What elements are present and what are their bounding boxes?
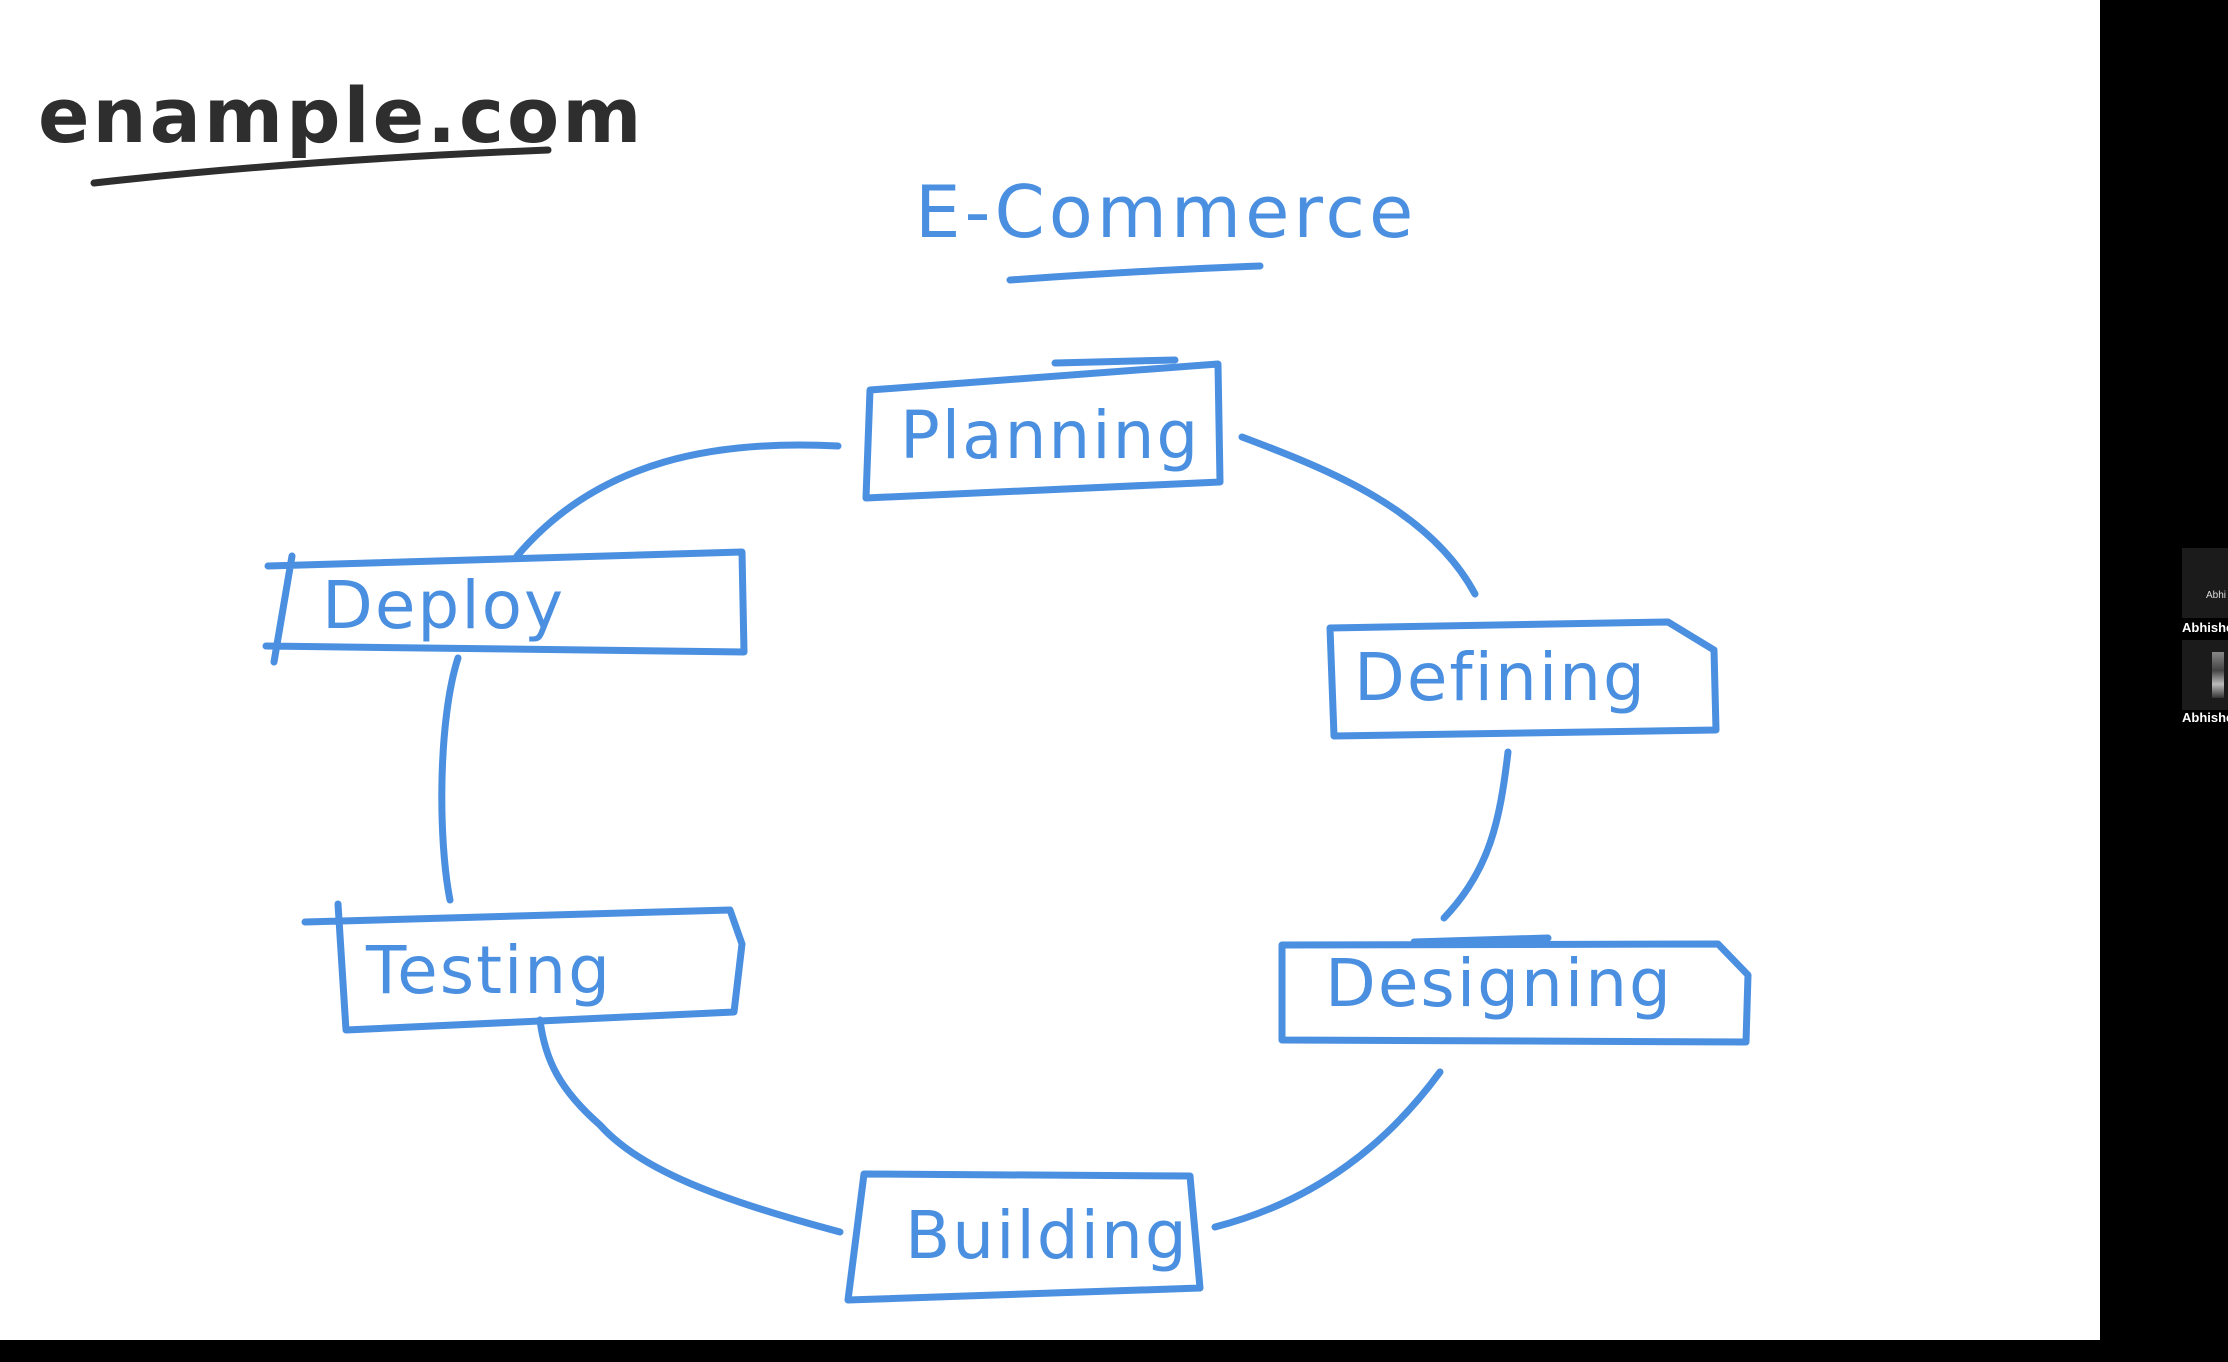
stage-label: Designing: [1325, 945, 1673, 1022]
participant-tile[interactable]: [2182, 640, 2228, 710]
stage-box: [1326, 618, 1720, 740]
whiteboard-canvas[interactable]: enample.com E-Commerce Planning Defining…: [0, 0, 2100, 1340]
participant-video-thumbnail: [2212, 652, 2224, 698]
participant-name: Abhishe: [2182, 710, 2228, 725]
participant-strip: Abhi Abhishe Abhishe: [2182, 548, 2228, 728]
stage-label: Defining: [1354, 639, 1647, 716]
participant-tile[interactable]: Abhi: [2182, 548, 2228, 618]
stage-box: [862, 356, 1224, 502]
stage-designing: Designing: [1278, 934, 1752, 1046]
stage-label: Building: [905, 1197, 1189, 1274]
stage-testing: Testing: [301, 900, 746, 1034]
stage-box: [301, 900, 746, 1034]
stage-planning: Planning: [862, 356, 1224, 502]
stage-box: [262, 548, 748, 666]
connector-planning-deploy: [513, 441, 842, 560]
stage-defining: Defining: [1326, 618, 1720, 740]
participant-badge: Abhi: [2206, 590, 2227, 601]
site-label: enample.com: [38, 71, 644, 160]
connector-deploy-testing: [438, 654, 462, 904]
stage-box: [844, 1170, 1204, 1304]
diagram-title: E-Commerce: [915, 170, 1417, 254]
stage-label: Planning: [900, 397, 1200, 474]
stage-deploy: Deploy: [262, 548, 748, 666]
stage-box: [1278, 934, 1752, 1046]
connector-designing-building: [1211, 1068, 1444, 1231]
stage-label: Testing: [365, 932, 612, 1009]
connector-planning-defining: [1238, 433, 1479, 598]
title-underline: [1006, 262, 1264, 284]
site-label-underline: [90, 146, 552, 187]
connector-defining-designing: [1440, 748, 1512, 922]
stage-building: Building: [844, 1170, 1204, 1304]
participant-name: Abhishe: [2182, 620, 2228, 635]
connector-testing-building: [536, 1016, 844, 1236]
stage-label: Deploy: [322, 567, 565, 644]
